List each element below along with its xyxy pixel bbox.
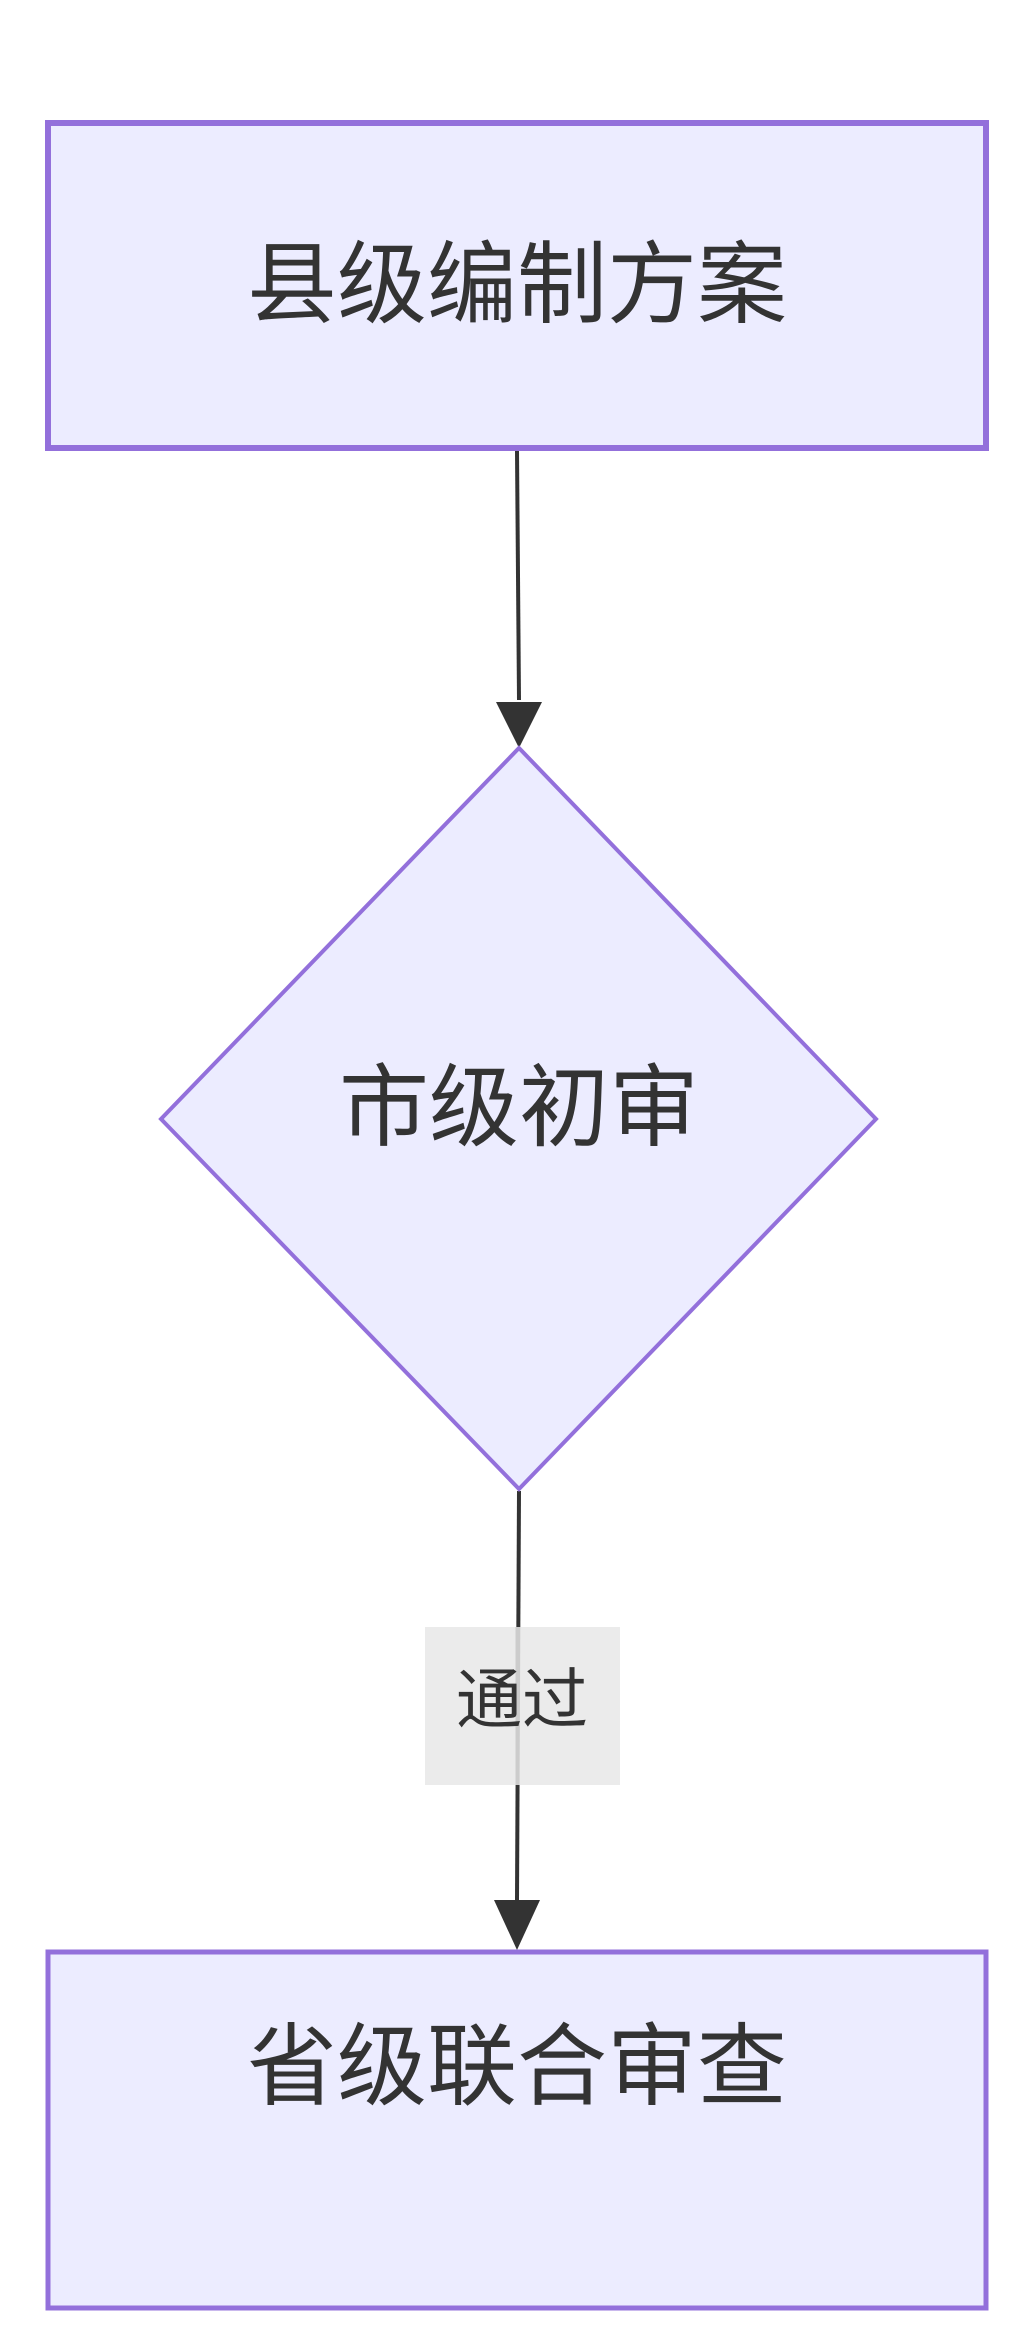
edge-a-to-b: [496, 450, 542, 748]
node-county-plan[interactable]: 县级编制方案: [45, 120, 989, 451]
node-city-review[interactable]: 市级初审: [158, 745, 879, 1492]
node-province-review[interactable]: 省级联合审查: [45, 1949, 989, 2311]
edge-label-pass: 通过: [425, 1627, 620, 1785]
arrowhead-icon: [494, 1900, 540, 1950]
node-label: 省级联合审查: [247, 2015, 787, 2120]
node-label: 县级编制方案: [247, 233, 787, 338]
edge-label-text: 通过: [456, 1662, 588, 1739]
node-label: 市级初审: [339, 1056, 699, 1161]
arrowhead-icon: [496, 702, 542, 748]
